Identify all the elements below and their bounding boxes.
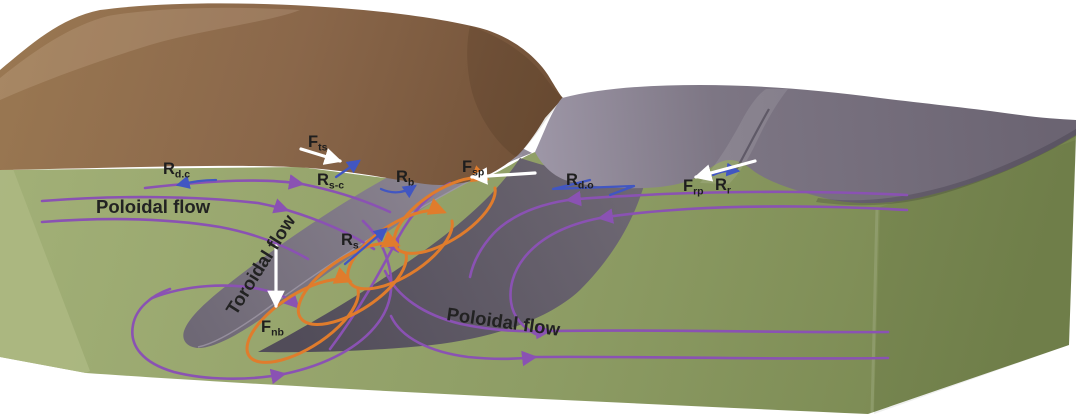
- slab-shear-arrow: [343, 227, 388, 266]
- label-r-r: Rr: [715, 176, 731, 197]
- label-r-b: Rb: [396, 168, 414, 189]
- continent-slope-shadow: [467, 26, 563, 157]
- label-r-s: Rs: [341, 231, 359, 252]
- poloidal-return-line: [383, 269, 552, 340]
- poloidal-return-line: [389, 314, 538, 367]
- toroidal-loop: [245, 267, 360, 364]
- continental-plate: [0, 3, 563, 185]
- poloidal-line-right: [565, 190, 909, 207]
- poloidal-line: [300, 182, 392, 214]
- poloidal-line-right: [509, 216, 602, 338]
- ridge-resistance-arrow: [711, 162, 741, 177]
- poloidal-return-line: [547, 329, 890, 334]
- toroidal-loop: [296, 230, 408, 326]
- ocean-plate-front-edge: [816, 129, 1076, 206]
- slab-pull-arrow: [469, 167, 537, 185]
- resistance-arrows: [175, 159, 741, 266]
- drag-ocean-shear-symbol: [551, 178, 636, 197]
- poloidal-big-loop: [131, 287, 287, 385]
- poloidal-line: [143, 174, 305, 190]
- label-f-ts: Fts: [308, 133, 328, 154]
- poloidal-return-line: [533, 355, 890, 360]
- ocean-plate-body: [535, 85, 1076, 204]
- poloidal-line: [40, 195, 290, 214]
- label-f-nb: Fnb: [261, 318, 284, 339]
- continent-body: [0, 3, 563, 185]
- label-r-dc: Rd.c: [163, 160, 190, 181]
- label-poloidal-flow-left: Poloidal flow: [96, 196, 211, 217]
- ridge-push-arrow: [693, 159, 757, 182]
- poloidal-line-right: [597, 205, 909, 224]
- slab-continent-shear-arrow: [334, 159, 361, 179]
- poloidal-line: [40, 217, 310, 261]
- toroidal-loop: [392, 165, 497, 255]
- label-f-sp: Fsp: [462, 158, 484, 179]
- label-f-rp: Frp: [683, 177, 704, 198]
- mantle-left-face: [0, 169, 90, 373]
- toroidal-flow-loops: [245, 165, 497, 364]
- oceanic-plate: [535, 85, 1076, 206]
- bending-resistance-arrow: [379, 184, 417, 199]
- trench-suction-arrow: [299, 147, 343, 165]
- mantle-corner-highlight: [870, 207, 879, 414]
- mantle-right-face-shade: [874, 140, 1076, 414]
- force-arrows: [267, 147, 757, 309]
- label-r-sc: Rs-c: [317, 171, 344, 192]
- label-r-do: Rd.o: [566, 171, 594, 192]
- ridge-highlight: [700, 89, 788, 184]
- drag-continent-arrow: [175, 175, 218, 189]
- slab-edge-rim: [197, 154, 523, 348]
- slab-parallel-flow: [328, 235, 400, 351]
- continent-plateau-highlight: [0, 7, 300, 100]
- poloidal-line-right: [468, 198, 570, 279]
